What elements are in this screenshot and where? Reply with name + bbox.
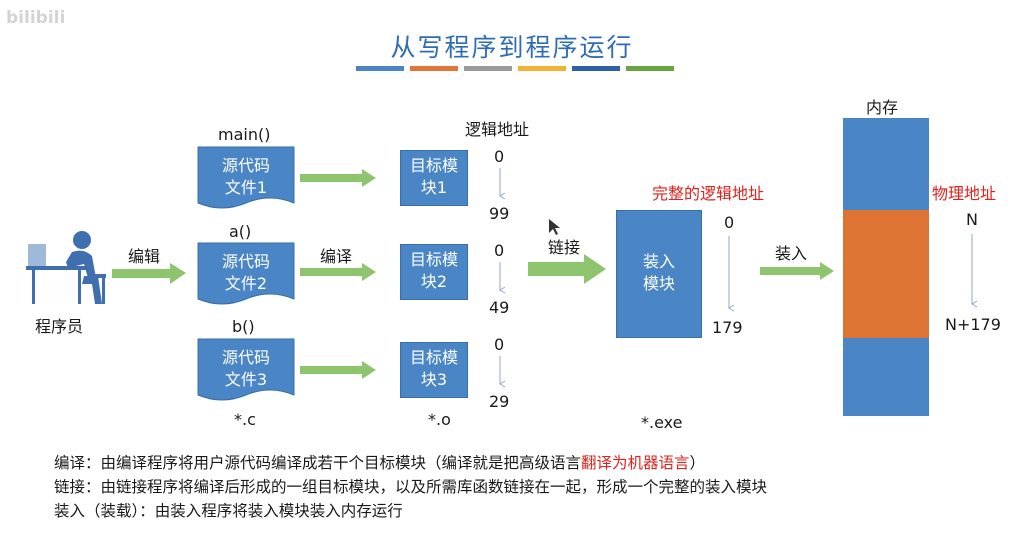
object-module-3-line1: 目标模 — [409, 348, 458, 367]
accent-bar-blue — [356, 66, 404, 71]
object-module-1: 目标模 块1 — [400, 150, 468, 206]
module1-end-address: 99 — [489, 204, 510, 223]
source-file-2-line1: 源代码 — [221, 252, 270, 271]
object-module-2-line2: 块2 — [420, 272, 448, 291]
link-label: 链接 — [548, 238, 581, 257]
physical-end-address: N+179 — [945, 315, 1001, 334]
object-ext-label: *.o — [428, 410, 451, 429]
module3-start-address: 0 — [494, 335, 505, 354]
load-module: 装入 模块 — [616, 210, 702, 338]
page-title: 从写程序到程序运行 — [390, 33, 634, 62]
source-ext-label: *.c — [234, 410, 256, 429]
accent-bar-gray — [464, 66, 512, 71]
memory-block-loaded — [843, 210, 929, 338]
source-file-2-line2: 文件2 — [224, 274, 268, 293]
module3-end-address: 29 — [489, 392, 510, 411]
logical-address-title: 逻辑地址 — [465, 120, 530, 139]
compile-arrow-1 — [300, 169, 376, 187]
note-compile-text: 编译：由编译程序将用户源代码编译成若干个目标模块（编译就是把高级语言 — [54, 454, 582, 472]
accent-bar-green — [626, 66, 674, 71]
object-module-1-line2: 块1 — [420, 178, 448, 197]
person-at-desk-icon — [22, 228, 110, 308]
mouse-cursor-icon — [549, 219, 560, 235]
func-label-b: b() — [232, 317, 255, 336]
accent-bar-orange — [410, 66, 458, 71]
source-file-1: 源代码 文件1 — [196, 145, 296, 215]
load-module-line2: 模块 — [642, 274, 675, 293]
compile-arrow-2 — [300, 263, 376, 281]
note-compile-suffix: ） — [689, 454, 706, 472]
link-arrow — [528, 254, 606, 284]
source-file-1-line2: 文件1 — [224, 178, 268, 197]
object-module-2-line1: 目标模 — [409, 250, 458, 269]
accent-bar-darkblue — [572, 66, 620, 71]
note-compile: 编译：由编译程序将用户源代码编译成若干个目标模块（编译就是把高级语言翻译为机器语… — [54, 451, 705, 473]
source-file-3: 源代码 文件3 — [196, 337, 296, 407]
load-module-line1: 装入 — [642, 252, 675, 271]
load-module-start-address: 0 — [724, 213, 735, 232]
memory-title: 内存 — [866, 98, 899, 117]
source-file-1-line1: 源代码 — [221, 156, 270, 175]
load-arrow — [760, 262, 834, 280]
object-module-1-line1: 目标模 — [409, 156, 458, 175]
load-module-end-address: 179 — [712, 318, 743, 337]
bilibili-watermark: bilibili — [6, 8, 66, 28]
edit-label: 编辑 — [128, 247, 161, 266]
compile-arrow-3 — [300, 361, 376, 379]
physical-start-address: N — [966, 210, 978, 229]
func-label-a: a() — [229, 222, 252, 241]
memory-block-bottom — [843, 338, 929, 416]
full-logical-address-title: 完整的逻辑地址 — [652, 184, 765, 203]
compile-label: 编译 — [320, 247, 353, 266]
module1-start-address: 0 — [494, 147, 505, 166]
load-label: 装入 — [775, 244, 808, 263]
object-module-2: 目标模 块2 — [400, 244, 468, 300]
module2-start-address: 0 — [494, 241, 505, 260]
load-ext-label: *.exe — [641, 413, 683, 432]
memory-block-top — [843, 118, 929, 210]
physical-address-title: 物理地址 — [932, 184, 997, 203]
module2-end-address: 49 — [489, 298, 510, 317]
func-label-main: main() — [218, 125, 271, 144]
programmer-label: 程序员 — [35, 317, 84, 336]
source-file-2: 源代码 文件2 — [196, 241, 296, 311]
object-module-3-line2: 块3 — [420, 370, 448, 389]
note-compile-highlight: 翻译为机器语言 — [581, 454, 690, 472]
note-link: 链接：由链接程序将编译后形成的一组目标模块，以及所需库函数链接在一起，形成一个完… — [54, 478, 768, 496]
source-file-3-line2: 文件3 — [224, 370, 268, 389]
object-module-3: 目标模 块3 — [400, 342, 468, 398]
note-load: 装入（装载）：由装入程序将装入模块装入内存运行 — [54, 502, 403, 520]
accent-bar-yellow — [518, 66, 566, 71]
edit-arrow — [112, 263, 186, 284]
source-file-3-line1: 源代码 — [221, 348, 270, 367]
